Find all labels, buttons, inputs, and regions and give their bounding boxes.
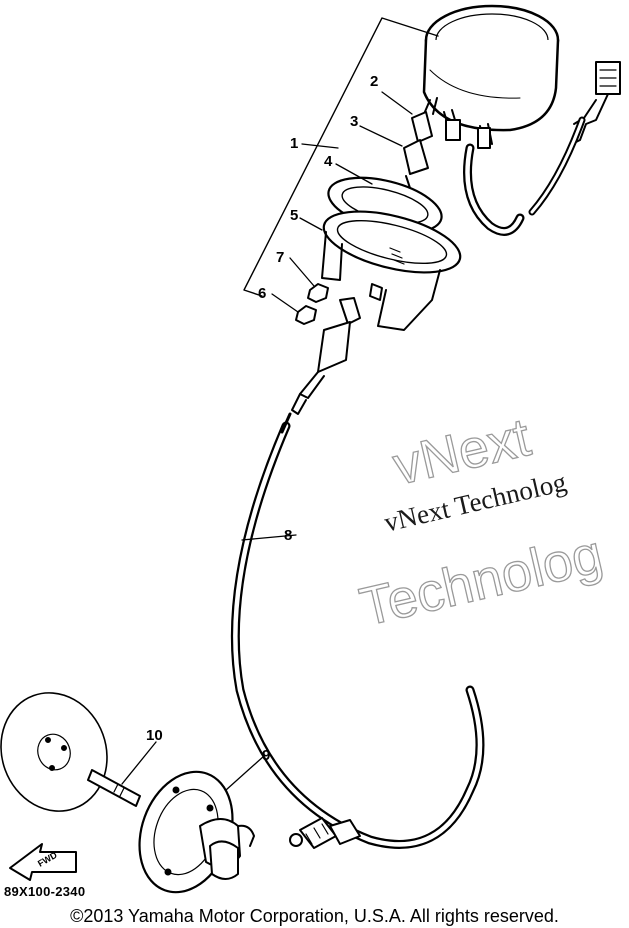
callout-9: 9 bbox=[262, 747, 270, 764]
callout-7: 7 bbox=[276, 249, 284, 266]
copyright-notice: ©2013 Yamaha Motor Corporation, U.S.A. A… bbox=[70, 906, 559, 926]
callout-4: 4 bbox=[324, 153, 333, 170]
callout-6: 6 bbox=[258, 285, 266, 302]
washer-7 bbox=[307, 283, 329, 303]
cable-lower-fitting bbox=[289, 817, 361, 849]
callout-3: 3 bbox=[350, 113, 358, 130]
speedometer-gear-unit bbox=[138, 770, 255, 894]
leader-lines bbox=[121, 91, 413, 791]
drive-shaft bbox=[87, 769, 141, 807]
speedometer-cable bbox=[230, 412, 485, 849]
meter-harness bbox=[463, 61, 621, 236]
brake-disc bbox=[0, 692, 108, 812]
fwd-arrow-icon bbox=[9, 843, 77, 881]
callout-2: 2 bbox=[370, 73, 378, 90]
reference-code: 89X100-2340 bbox=[4, 884, 86, 899]
speedometer-head bbox=[422, 4, 560, 149]
watermark: vNext vNext Technolog Technolog bbox=[354, 406, 609, 638]
callout-5: 5 bbox=[290, 207, 298, 224]
assembly-bracket bbox=[243, 17, 439, 297]
callout-8: 8 bbox=[284, 527, 292, 544]
watermark-outline-line2: Technolog bbox=[355, 524, 608, 638]
callout-10: 10 bbox=[146, 727, 163, 744]
meter-bracket-case bbox=[321, 210, 462, 331]
cable-upper-fitting bbox=[291, 283, 383, 415]
nut-6 bbox=[295, 305, 317, 325]
callout-1: 1 bbox=[290, 135, 298, 152]
